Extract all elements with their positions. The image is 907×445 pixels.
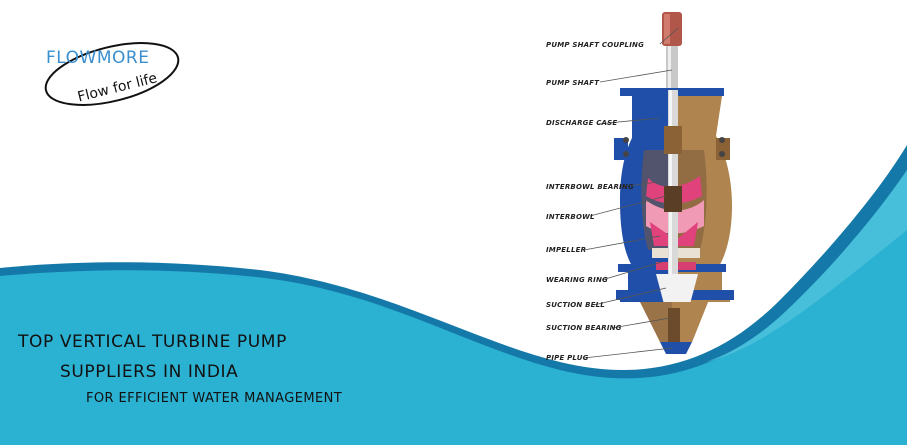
logo-tagline: Flow for life	[76, 70, 159, 106]
logo-name: FLOWMORE	[46, 48, 150, 68]
label-suction-bearing: SUCTION BEARING	[546, 324, 622, 332]
label-pump-shaft-coupling: PUMP SHAFT COUPLING	[546, 41, 645, 49]
subline: FOR EFFICIENT WATER MANAGEMENT	[86, 391, 343, 406]
headline-line-2: SUPPLIERS IN INDIA	[60, 362, 239, 382]
label-wearing-ring: WEARING RING	[546, 276, 608, 284]
label-pump-shaft: PUMP SHAFT	[546, 79, 600, 87]
headline-line-1: TOP VERTICAL TURBINE PUMP	[18, 332, 287, 352]
label-suction-bell: SUCTION BELL	[546, 301, 605, 309]
label-impeller: IMPELLER	[546, 246, 587, 254]
label-pipe-plug: PIPE PLUG	[546, 354, 589, 362]
label-discharge-case: DISCHARGE CASE	[546, 119, 618, 127]
label-interbowl-bearing: INTERBOWL BEARING	[546, 183, 634, 191]
logo[interactable]: FLOWMORE Flow for life	[40, 30, 190, 126]
pump-diagram	[614, 12, 734, 354]
label-interbowl: INTERBOWL	[546, 213, 595, 221]
